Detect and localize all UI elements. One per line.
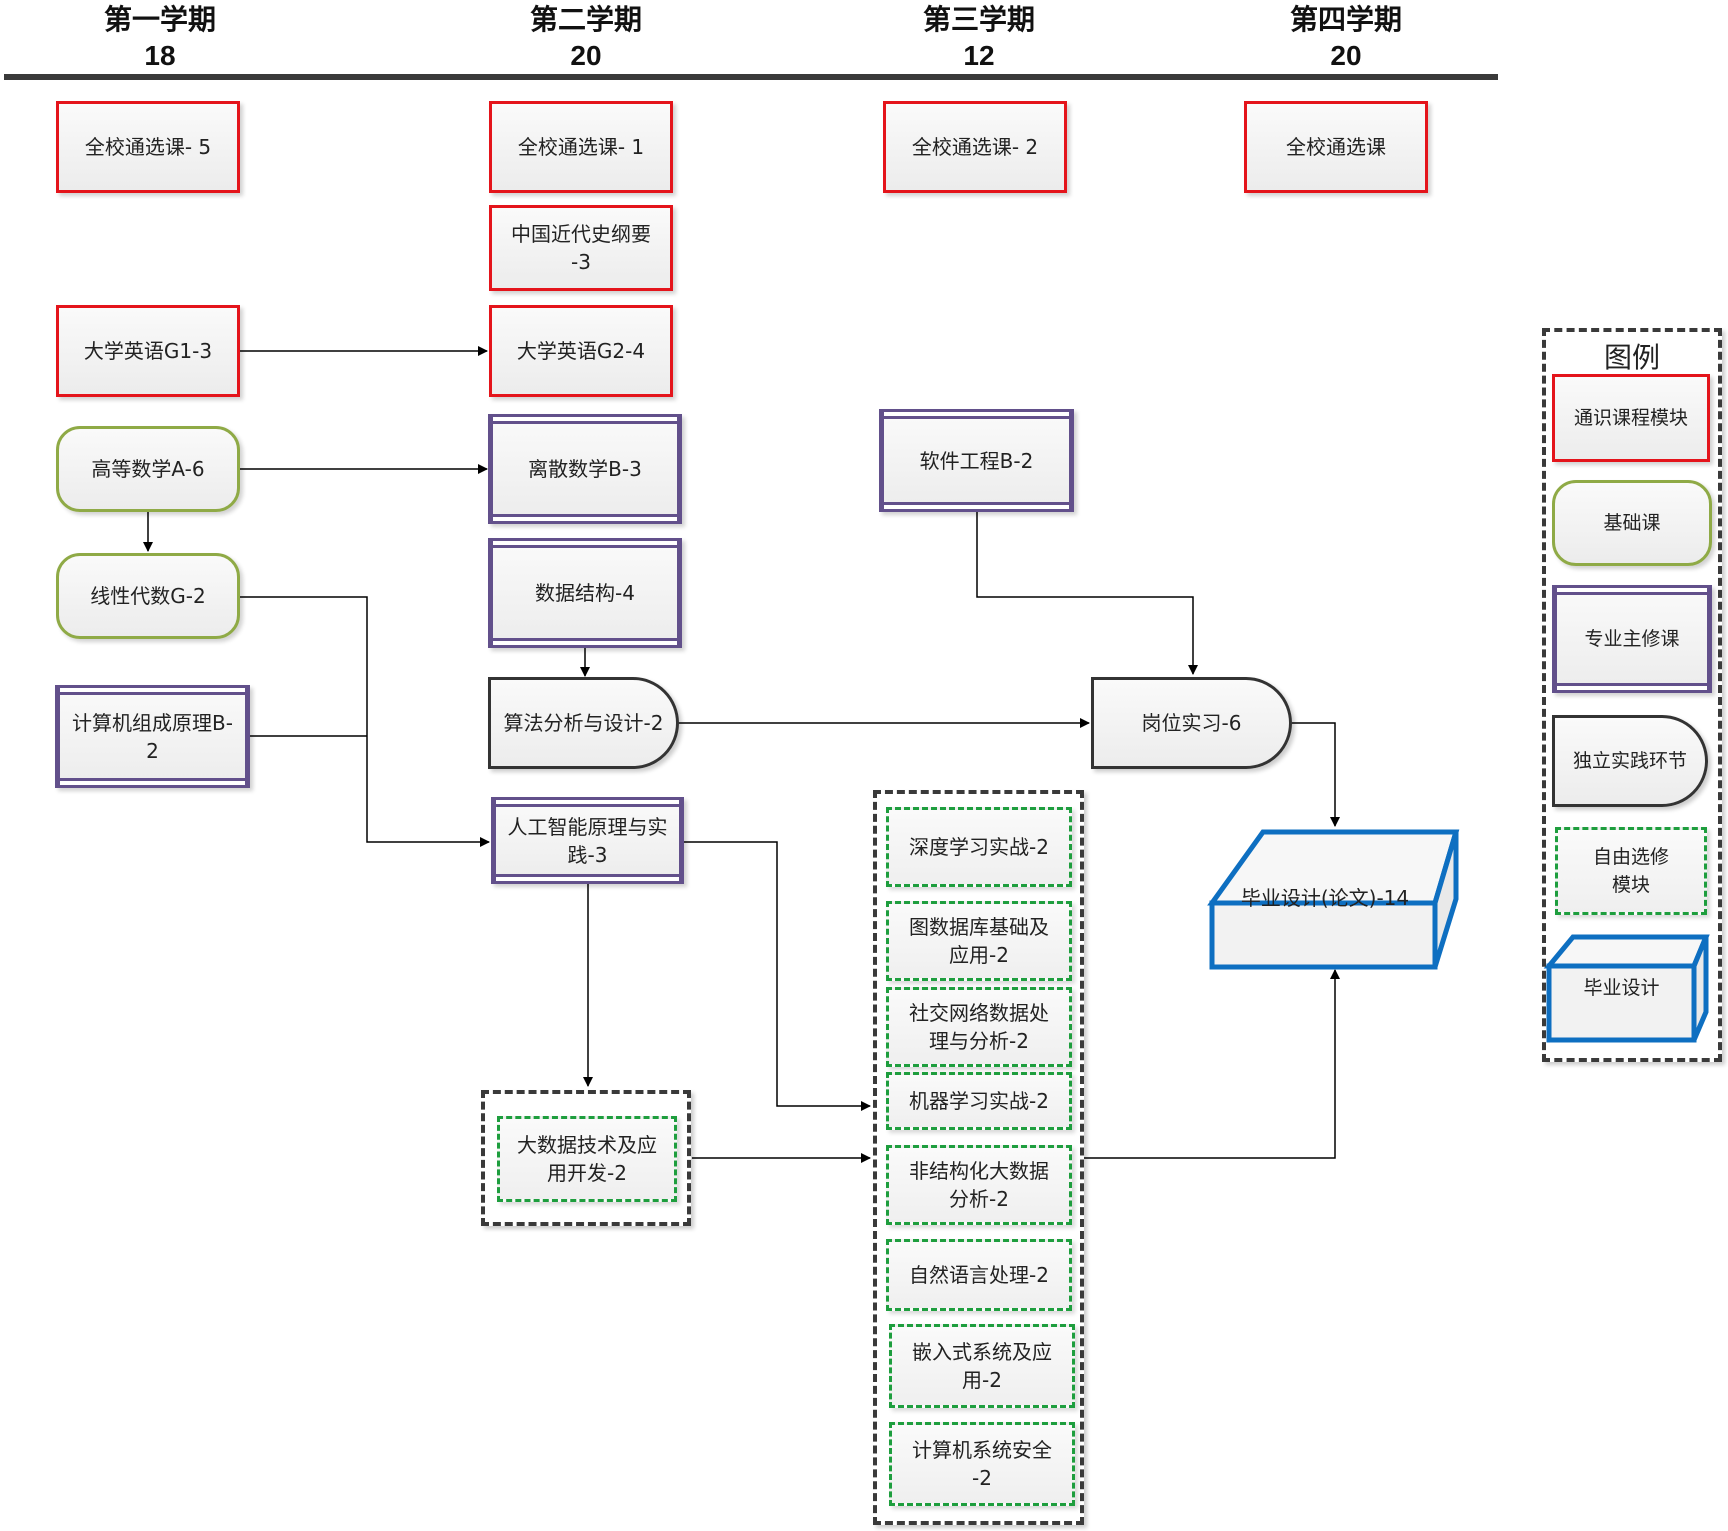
- course-ge-s3[interactable]: 全校通选课- 2: [883, 101, 1067, 193]
- course-algorithm-design[interactable]: 算法分析与设计-2: [488, 677, 679, 769]
- course-software-engineering[interactable]: 软件工程B-2: [879, 409, 1074, 512]
- elective-embedded-systems[interactable]: 嵌入式系统及应 用-2: [889, 1324, 1075, 1408]
- legend-thesis: 毕业设计: [1583, 977, 1660, 999]
- elective-machine-learning[interactable]: 机器学习实战-2: [886, 1072, 1072, 1130]
- semester-3-name: 第三学期: [922, 4, 1035, 35]
- legend-thesis-shape: [1543, 934, 1710, 1043]
- semester-4-header: 第四学期 20: [1236, 2, 1456, 74]
- course-ai-practice[interactable]: 人工智能原理与实 践-3: [491, 797, 684, 884]
- semester-2-name: 第二学期: [529, 4, 642, 35]
- course-linear-algebra[interactable]: 线性代数G-2: [56, 553, 240, 639]
- legend-panel: [1542, 328, 1722, 1062]
- course-ge-s4[interactable]: 全校通选课: [1244, 101, 1428, 193]
- bigdata-group: [481, 1090, 691, 1226]
- elective-system-security[interactable]: 计算机系统安全 -2: [889, 1422, 1075, 1506]
- elective-social-network[interactable]: 社交网络数据处 理与分析-2: [886, 987, 1072, 1067]
- electives-group: [873, 790, 1084, 1525]
- semester-2-credits: 20: [570, 40, 602, 71]
- semester-2-header: 第二学期 20: [476, 2, 696, 74]
- course-ge-s1[interactable]: 全校通选课- 5: [56, 101, 240, 193]
- course-bigdata-dev[interactable]: 大数据技术及应 用开发-2: [497, 1116, 677, 1202]
- arrow-se-intern: [976, 512, 1198, 675]
- semester-4-credits: 20: [1330, 40, 1362, 71]
- arrow-ai-electives: [683, 841, 871, 1111]
- course-thesis[interactable]: 毕业设计(论文)-14: [1240, 886, 1410, 910]
- semester-1-credits: 18: [144, 40, 176, 71]
- course-english-1[interactable]: 大学英语G1-3: [56, 305, 240, 397]
- arrow-electives-thesis: [1084, 969, 1340, 1159]
- legend-general: 通识课程模块: [1552, 374, 1710, 462]
- legend-title: 图例: [1603, 341, 1660, 374]
- elective-graph-database[interactable]: 图数据库基础及 应用-2: [886, 901, 1072, 981]
- legend-elective: 自由选修 模块: [1555, 827, 1707, 915]
- arrow-linear-ai: [240, 596, 490, 847]
- semester-3-credits: 12: [963, 40, 995, 71]
- course-computer-organization[interactable]: 计算机组成原理B- 2: [55, 685, 250, 788]
- course-advanced-math[interactable]: 高等数学A-6: [56, 426, 240, 512]
- semester-3-header: 第三学期 12: [869, 2, 1089, 74]
- semester-1-header: 第一学期 18: [50, 2, 270, 74]
- legend-practice: 独立实践环节: [1552, 715, 1708, 807]
- course-discrete-math[interactable]: 离散数学B-3: [488, 414, 682, 524]
- legend-basic: 基础课: [1552, 480, 1712, 566]
- thesis-box-shape: [1207, 829, 1460, 970]
- course-internship[interactable]: 岗位实习-6: [1091, 677, 1292, 769]
- elective-unstructured-data[interactable]: 非结构化大数据 分析-2: [886, 1145, 1072, 1225]
- elective-nlp[interactable]: 自然语言处理-2: [886, 1239, 1072, 1311]
- course-ge-s2[interactable]: 全校通选课- 1: [489, 101, 673, 193]
- course-history[interactable]: 中国近代史纲要 -3: [489, 205, 673, 291]
- semester-4-name: 第四学期: [1289, 4, 1402, 35]
- course-english-2[interactable]: 大学英语G2-4: [489, 305, 673, 397]
- arrow-intern-thesis: [1292, 722, 1340, 827]
- legend-major: 专业主修课: [1552, 585, 1712, 693]
- elective-deep-learning[interactable]: 深度学习实战-2: [886, 807, 1072, 887]
- semester-1-name: 第一学期: [103, 4, 216, 35]
- course-data-structures[interactable]: 数据结构-4: [488, 538, 682, 648]
